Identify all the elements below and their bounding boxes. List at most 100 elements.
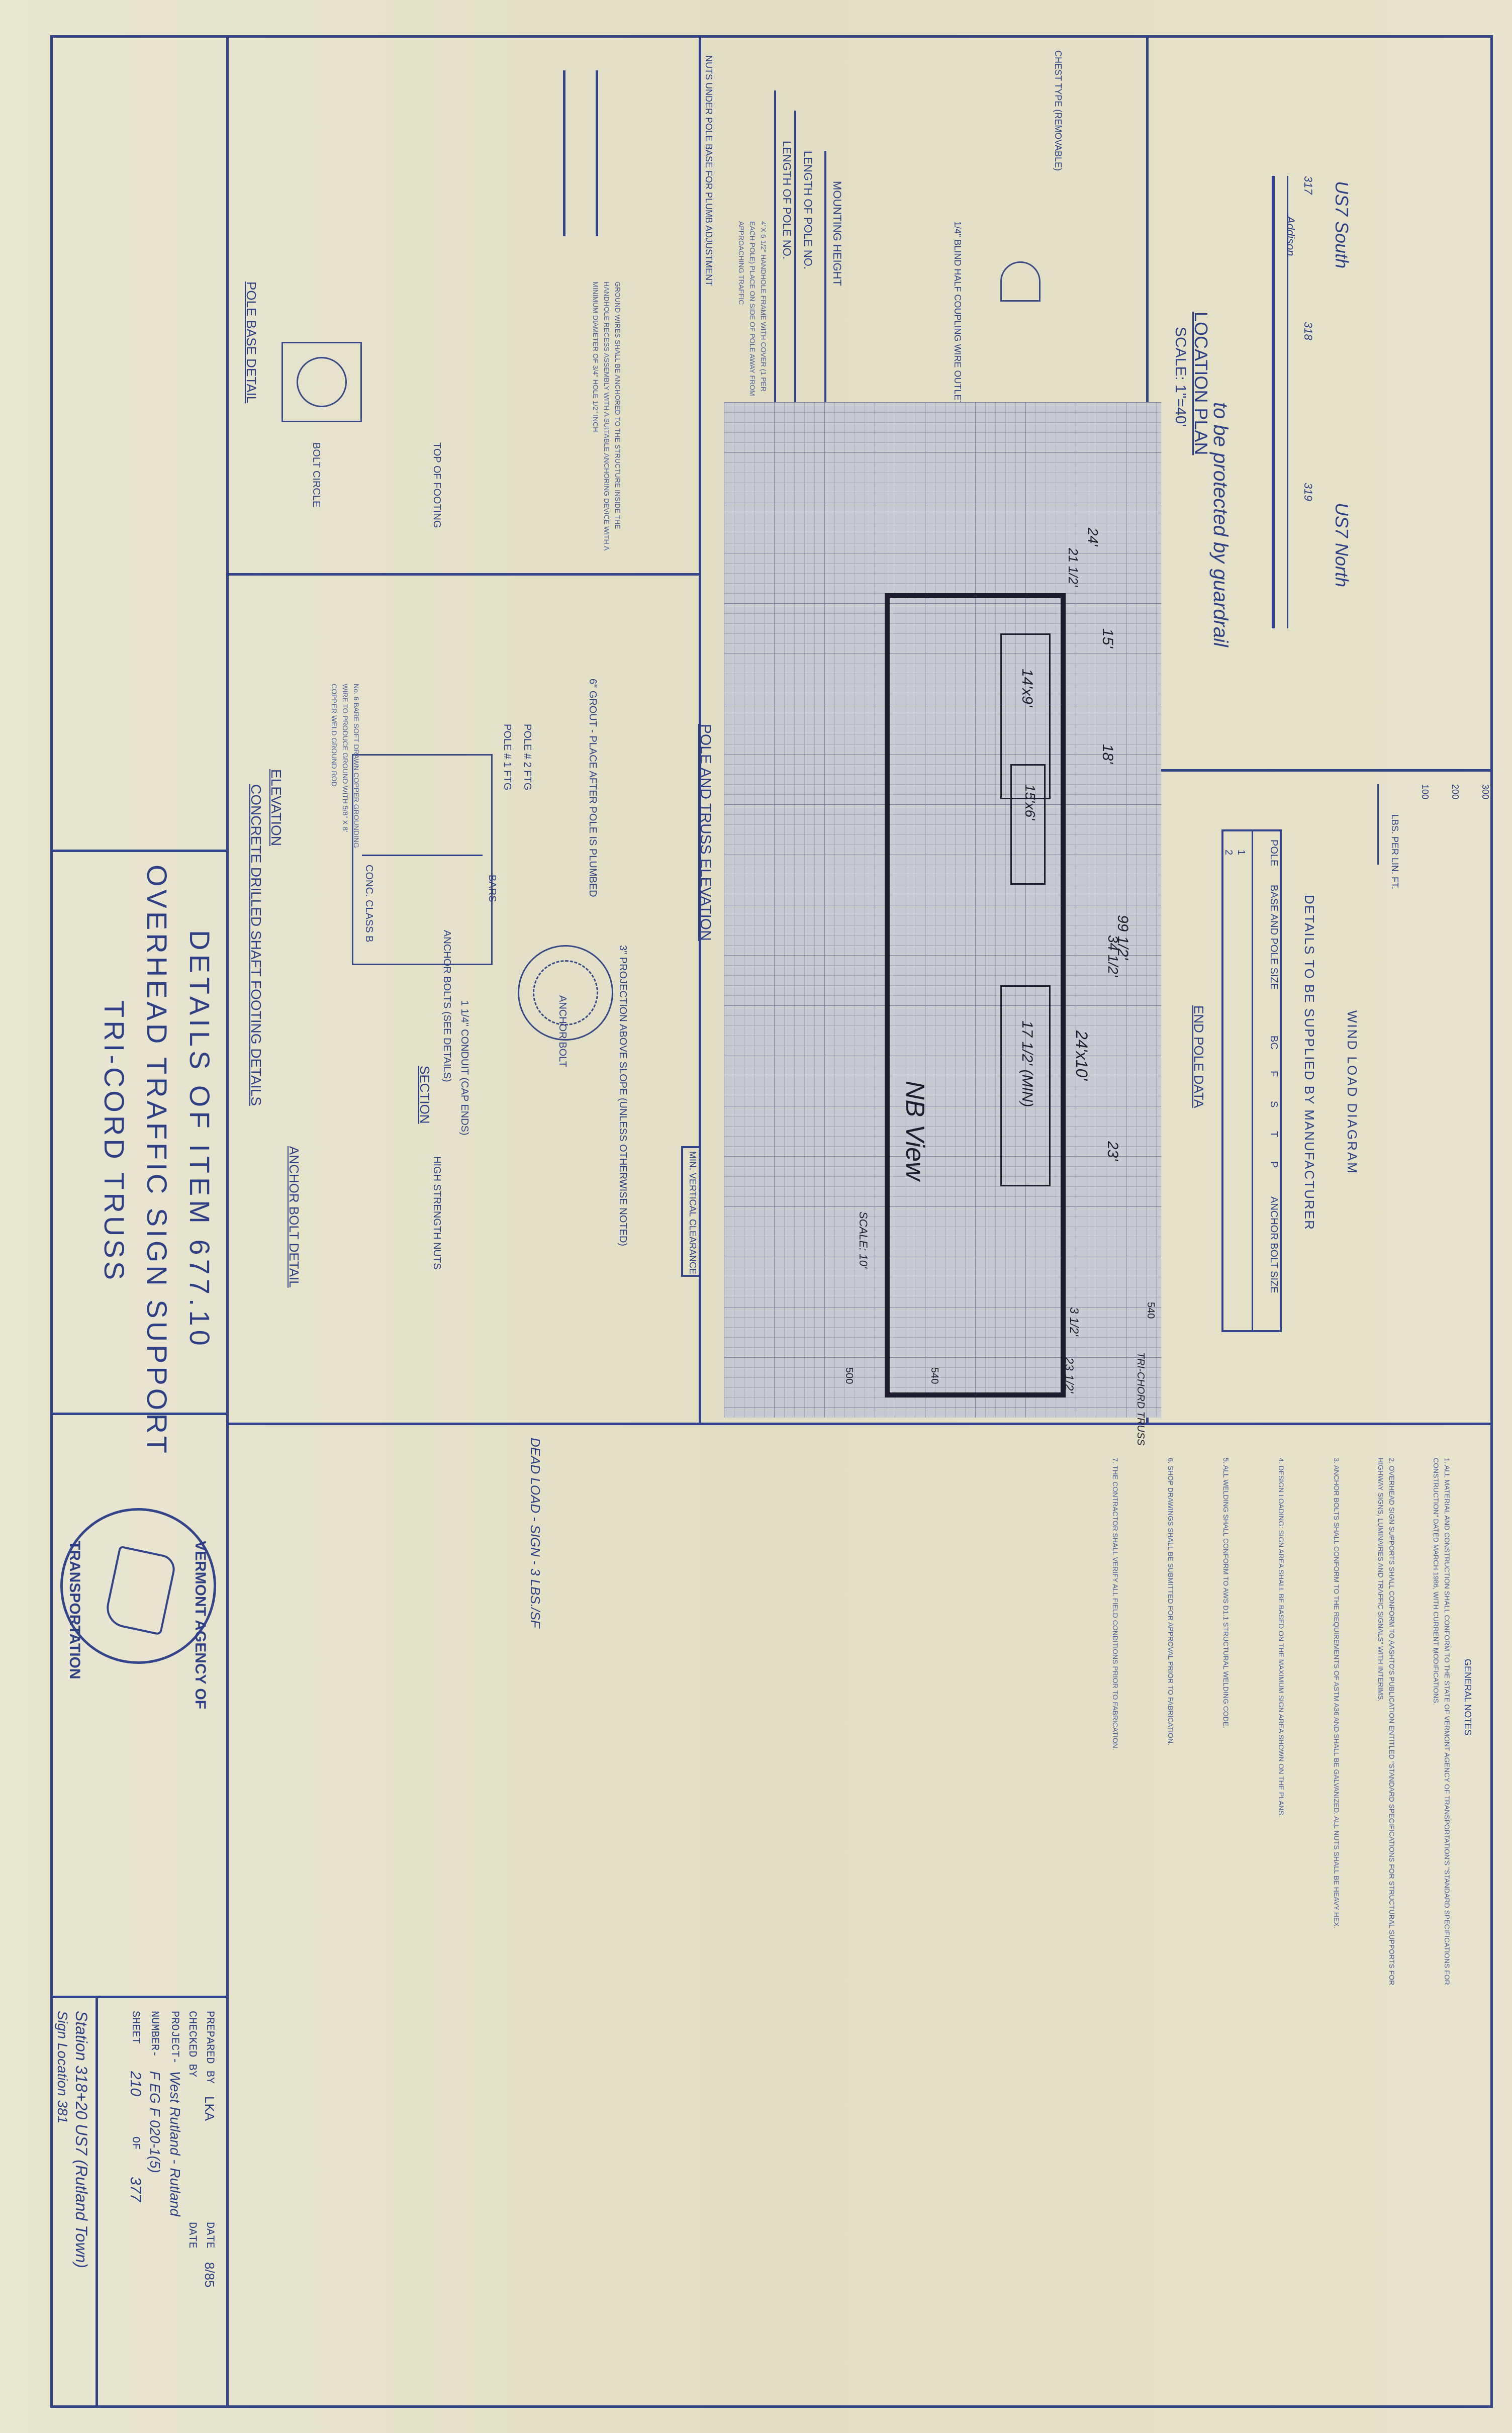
- end-pole-h-p: P: [1268, 1161, 1279, 1168]
- dim-min: 17 1/2' (MIN): [1019, 1020, 1035, 1107]
- mounting-height: MOUNTING HEIGHT: [831, 181, 843, 286]
- footing-label-5: BARS: [487, 875, 498, 902]
- footing-label-2: POLE # 2 FTG: [522, 724, 533, 791]
- elevation-label: ELEVATION: [268, 769, 284, 847]
- wind-load-title: WIND LOAD DIAGRAM: [1345, 1010, 1360, 1175]
- footing-label-10: ANCHOR BOLT: [557, 995, 568, 1067]
- divider-wind: [1149, 769, 1490, 772]
- wind-tick-100: 100: [1420, 784, 1430, 800]
- end-pole-row-1: 1: [1236, 850, 1247, 856]
- sheet-total: 377: [127, 2177, 144, 2202]
- end-pole-row-divider: [1252, 829, 1253, 1332]
- mounting-dim: [824, 151, 826, 452]
- dim-21: 21 1/2': [1066, 548, 1081, 587]
- vermont-state-icon: [103, 1545, 178, 1636]
- agency-top-text: VERMONT AGENCY OF: [192, 1541, 209, 1710]
- station-317: 317: [1302, 176, 1314, 195]
- divider-titleblock-top: [50, 1996, 229, 1998]
- anchor-bolt-label: ANCHOR BOLT DETAIL: [287, 1146, 302, 1288]
- truss-bottom-chord: [885, 593, 890, 1397]
- title-block-divider: [96, 1998, 98, 2408]
- footing-label-11: No. 6 BARE SOFT DRAWN COPPER GROUNDING W…: [330, 684, 360, 848]
- end-pole-h-pole: POLE: [1268, 839, 1279, 867]
- agency-logo: VERMONT AGENCY OF TRANSPORTATION: [60, 1508, 216, 1709]
- notes-title: GENERAL NOTES: [1463, 1659, 1473, 1736]
- min-clearance-label: MIN. VERTICAL CLEARANCE: [688, 1151, 698, 1275]
- ground-wire-note: GROUND WIRES SHALL BE ANCHORED TO THE ST…: [592, 282, 622, 550]
- date-label: DATE: [204, 2222, 216, 2249]
- road-edge: [1287, 176, 1288, 628]
- elevation-scale: SCALE: 10': [857, 1211, 870, 1269]
- pole-base-plate-icon: [281, 342, 362, 422]
- footing-section-circle: [518, 945, 613, 1041]
- sign-location-note: Sign Location 381: [55, 2011, 70, 2124]
- us7-south: US7 South: [1332, 181, 1352, 269]
- number-label: NUMBER-: [148, 2011, 161, 2057]
- footing-label-4: CONC. CLASS B: [363, 865, 374, 943]
- guardrail-note: to be protected by guardrail: [1209, 402, 1232, 647]
- footing-line: [362, 855, 483, 856]
- station-319: 319: [1302, 483, 1314, 501]
- chest-type: CHEST TYPE (REMOVABLE): [1053, 50, 1063, 171]
- project-value: West Rutland - Rutland: [167, 2071, 183, 2216]
- date2-label: DATE: [186, 2222, 199, 2249]
- section-label: SECTION: [417, 1066, 432, 1124]
- min-clearance-box: [681, 1146, 701, 1277]
- bolt-circle-label: BOLT CIRCLE: [311, 442, 322, 508]
- pole-shaft-2: [563, 70, 565, 236]
- truss-top-chord: [1061, 593, 1066, 1397]
- prepared-by-label: PREPARED BY: [204, 2011, 216, 2084]
- pole-length-1: LENGTH OF POLE NO.: [781, 141, 793, 259]
- ditch-label: Addison: [1284, 216, 1297, 256]
- note-6: 6. SHOP DRAWINGS SHALL BE SUBMITTED FOR …: [1167, 1458, 1175, 1746]
- divider-title-box-bottom: [50, 1413, 229, 1415]
- sign-panel-1: [1000, 633, 1051, 799]
- end-pole-row-2: 2: [1223, 850, 1234, 856]
- note-4: 4. DESIGN LOADING: SIGN AREA SHALL BE BA…: [1277, 1458, 1285, 1817]
- note-5: 5. ALL WELDING SHALL CONFORM TO AWS D1.1…: [1222, 1458, 1230, 1729]
- title-line-3: TRI-CORD TRUSS: [99, 1000, 130, 1283]
- sheet-label: SHEET: [129, 2011, 142, 2044]
- footing-label-1: POLE # 1 FTG: [502, 724, 513, 791]
- divider-notes: [229, 1423, 1493, 1425]
- station-318: 318: [1302, 322, 1314, 340]
- pole-base-title: POLE BASE DETAIL: [244, 282, 259, 404]
- project-label: PROJECT-: [168, 2011, 181, 2064]
- station-note: Station 318+20 US7 (Rutland Town): [72, 2011, 90, 2269]
- note-3: 3. ANCHOR BOLTS SHALL CONFORM TO THE REQ…: [1333, 1458, 1341, 1929]
- end-pole-subtitle: DETAILS TO BE SUPPLIED BY MANUFACTURER: [1302, 895, 1317, 1231]
- title-line-2: OVERHEAD TRAFFIC SIGN SUPPORT: [141, 865, 173, 1456]
- title-line-1: DETAILS OF ITEM 677.10: [184, 930, 216, 1350]
- nb-view: NB View: [900, 1081, 929, 1181]
- note-1: 1. ALL MATERIAL AND CONSTRUCTION SHALL C…: [1432, 1458, 1451, 1985]
- tri-chord-label: TRI-CHORD TRUSS: [1135, 1352, 1146, 1446]
- dim-3: 3 1/2': [1067, 1307, 1081, 1336]
- grid-label-500: 500: [843, 1367, 855, 1384]
- divider-title-strip: [226, 35, 229, 2408]
- elevation-title: POLE AND TRUSS ELEVATION: [697, 724, 714, 941]
- end-pole-h-t: T: [1268, 1131, 1279, 1138]
- pole-length-2: LENGTH OF POLE NO.: [802, 151, 814, 269]
- coupling-icon: [1000, 261, 1041, 302]
- dim-34: 34 1/2': [1105, 935, 1121, 977]
- wind-tick-200: 200: [1450, 784, 1460, 800]
- dim-24: 24': [1085, 528, 1101, 546]
- pole-2: [885, 1392, 1066, 1397]
- wind-axis-label: LBS. PER LIN. FT.: [1390, 814, 1400, 890]
- sign-3-size: 24'x10': [1073, 1031, 1091, 1081]
- footing-label-6: ANCHOR BOLTS (SEE DETAILS): [441, 930, 452, 1082]
- length-dim-1: [774, 90, 776, 483]
- number-value: F EG F 020-1(5): [147, 2071, 163, 2173]
- end-pole-h-base: BASE AND POLE SIZE: [1268, 885, 1279, 990]
- road-centerline: [1272, 176, 1275, 628]
- dim-18: 18': [1099, 744, 1116, 764]
- note-7: 7. THE CONTRACTOR SHALL VERIFY ALL FIELD…: [1111, 1458, 1119, 1750]
- sign-1-size: 14'x9': [1019, 669, 1035, 707]
- wind-axis: [1377, 784, 1379, 865]
- grid-label-540-b: 540: [929, 1367, 940, 1384]
- end-pole-h-bc: BC: [1268, 1036, 1279, 1050]
- pole-1: [885, 593, 1066, 598]
- footing-label-8: 1 1/4" CONDUIT (CAP ENDS): [459, 1000, 470, 1136]
- sheet-number: 210: [127, 2071, 144, 2097]
- handhole-note: 4"X 6 1/2" HANDHOLE FRAME WITH COVER (1 …: [737, 221, 768, 396]
